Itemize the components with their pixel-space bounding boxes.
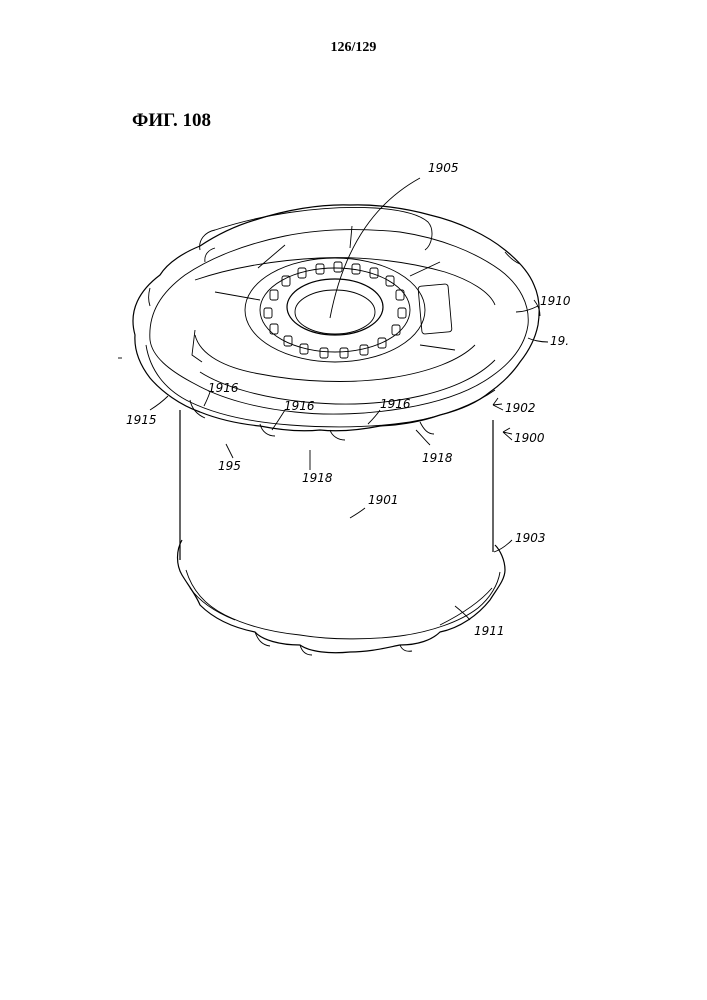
- label-1901: 1901: [368, 493, 399, 507]
- label-1905: 1905: [428, 161, 459, 175]
- label-1916-a: 1916: [208, 381, 239, 395]
- cylinder-body: [180, 410, 493, 560]
- lid: [133, 205, 540, 440]
- label-1902: 1902: [505, 401, 536, 415]
- label-1918-b: 1918: [422, 451, 453, 465]
- label-1903: 1903: [515, 531, 546, 545]
- label-195: 195: [218, 459, 241, 473]
- label-1915: 1915: [126, 413, 157, 427]
- label-1916-b: 1916: [284, 399, 315, 413]
- label-1900: 1900: [514, 431, 545, 445]
- bottom-flange: [178, 540, 506, 655]
- label-19: 19.: [550, 334, 569, 348]
- label-1916-c: 1916: [380, 397, 411, 411]
- label-1910: 1910: [540, 294, 571, 308]
- leader-lines: [118, 178, 548, 620]
- central-ring: [215, 226, 455, 362]
- label-1918-a: 1918: [302, 471, 333, 485]
- label-1911: 1911: [474, 624, 505, 638]
